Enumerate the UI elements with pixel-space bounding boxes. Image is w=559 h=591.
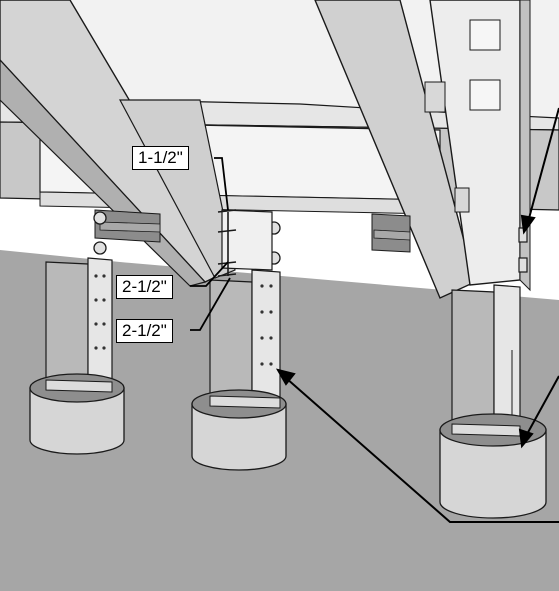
callout-arrows: [275, 107, 559, 523]
bolt: [93, 211, 107, 225]
middle-post-plate: [221, 209, 273, 271]
stair-block-low: [454, 187, 470, 213]
middle-post: [209, 269, 281, 409]
dimension-label-middle: 2-1/2": [116, 275, 173, 299]
middle-stringer: [118, 99, 236, 279]
middle-footing: [191, 389, 287, 471]
stair-tread-2: [469, 79, 501, 111]
left-post: [45, 257, 113, 393]
right-footing: [439, 413, 547, 519]
dimension-label-top: 1-1/2": [132, 146, 189, 170]
stair-block: [424, 81, 446, 113]
bolt: [93, 241, 107, 255]
stair-stringer-side: [519, 0, 531, 292]
bolt: [518, 257, 528, 273]
right-bracket-strap: [373, 229, 411, 241]
left-bracket-strap: [99, 221, 161, 233]
label-leader-lines: [190, 157, 231, 331]
dimension-label-bottom: 2-1/2": [116, 319, 173, 343]
left-footing: [29, 373, 125, 455]
stair-tread-1: [469, 19, 501, 51]
right-post: [451, 284, 521, 435]
